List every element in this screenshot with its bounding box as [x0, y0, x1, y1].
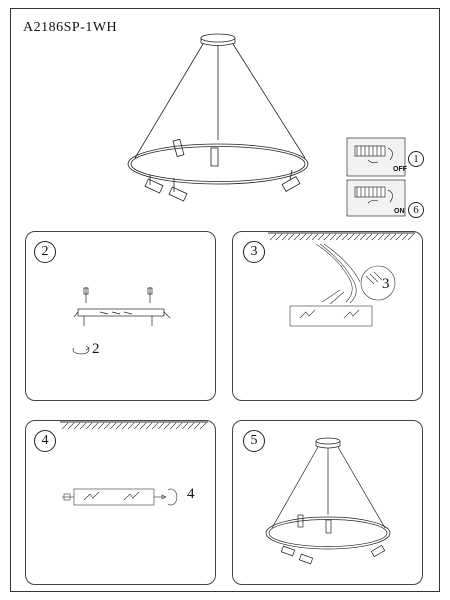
on-step-marker: 6: [408, 202, 424, 218]
off-label: OFF: [393, 166, 407, 173]
model-number: A2186SP-1WH: [23, 20, 118, 35]
step-2-number: 2: [34, 241, 56, 263]
step-4-callout: 4: [187, 486, 195, 502]
step-5-number: 5: [243, 430, 265, 452]
step-3-callout: 3: [382, 276, 390, 292]
step-3-number: 3: [243, 241, 265, 263]
step-3-panel: [232, 231, 423, 401]
step-2-callout: 2: [92, 341, 100, 357]
off-step-marker: 1: [408, 151, 424, 167]
step-4-number: 4: [34, 430, 56, 452]
instruction-sheet: [10, 8, 440, 592]
step-5-panel: [232, 420, 423, 585]
on-label: ON: [394, 208, 405, 215]
step-2-panel: [25, 231, 216, 401]
step-4-panel: [25, 420, 216, 585]
